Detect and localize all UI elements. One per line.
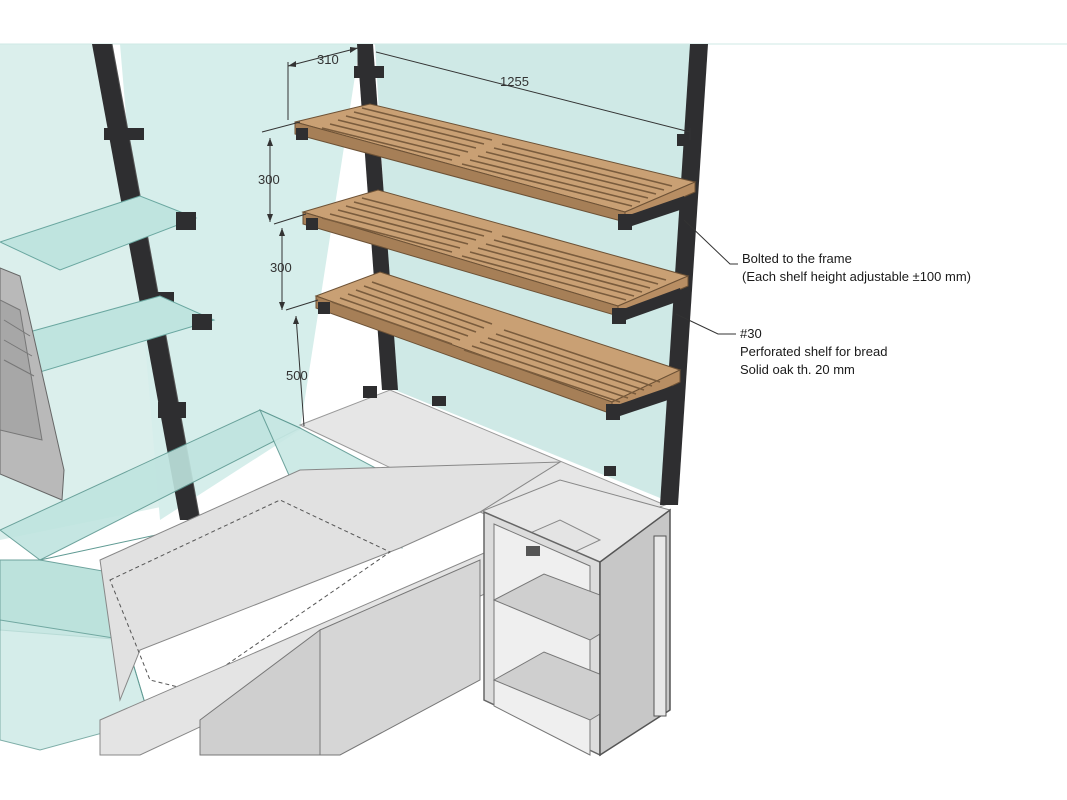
- oak-shelves: [294, 103, 697, 420]
- dimension-arrowheads: [267, 47, 358, 324]
- dimension-depth: 310: [317, 52, 339, 67]
- oak-shelf-top: [294, 103, 697, 230]
- oak-shelf-middle: [301, 189, 690, 324]
- note-shelf-id: #30: [740, 326, 762, 341]
- display-unit-left: [0, 267, 65, 501]
- note-bolted-line2: (Each shelf height adjustable ±100 mm): [742, 269, 971, 284]
- dimension-gap-bottom: 500: [286, 368, 308, 383]
- note-bolted-line1: Bolted to the frame: [742, 251, 852, 266]
- note-shelf-line2: Solid oak th. 20 mm: [740, 362, 855, 377]
- lower-cabinets: [199, 508, 671, 757]
- oak-shelf-bottom: [314, 271, 682, 420]
- dimension-width: 1255: [500, 74, 529, 89]
- dimension-lines: [261, 44, 691, 427]
- dimension-gap-top: 300: [258, 172, 280, 187]
- dimension-gap-middle: 300: [270, 260, 292, 275]
- leader-lines: [675, 219, 738, 335]
- note-shelf-line1: Perforated shelf for bread: [740, 344, 887, 359]
